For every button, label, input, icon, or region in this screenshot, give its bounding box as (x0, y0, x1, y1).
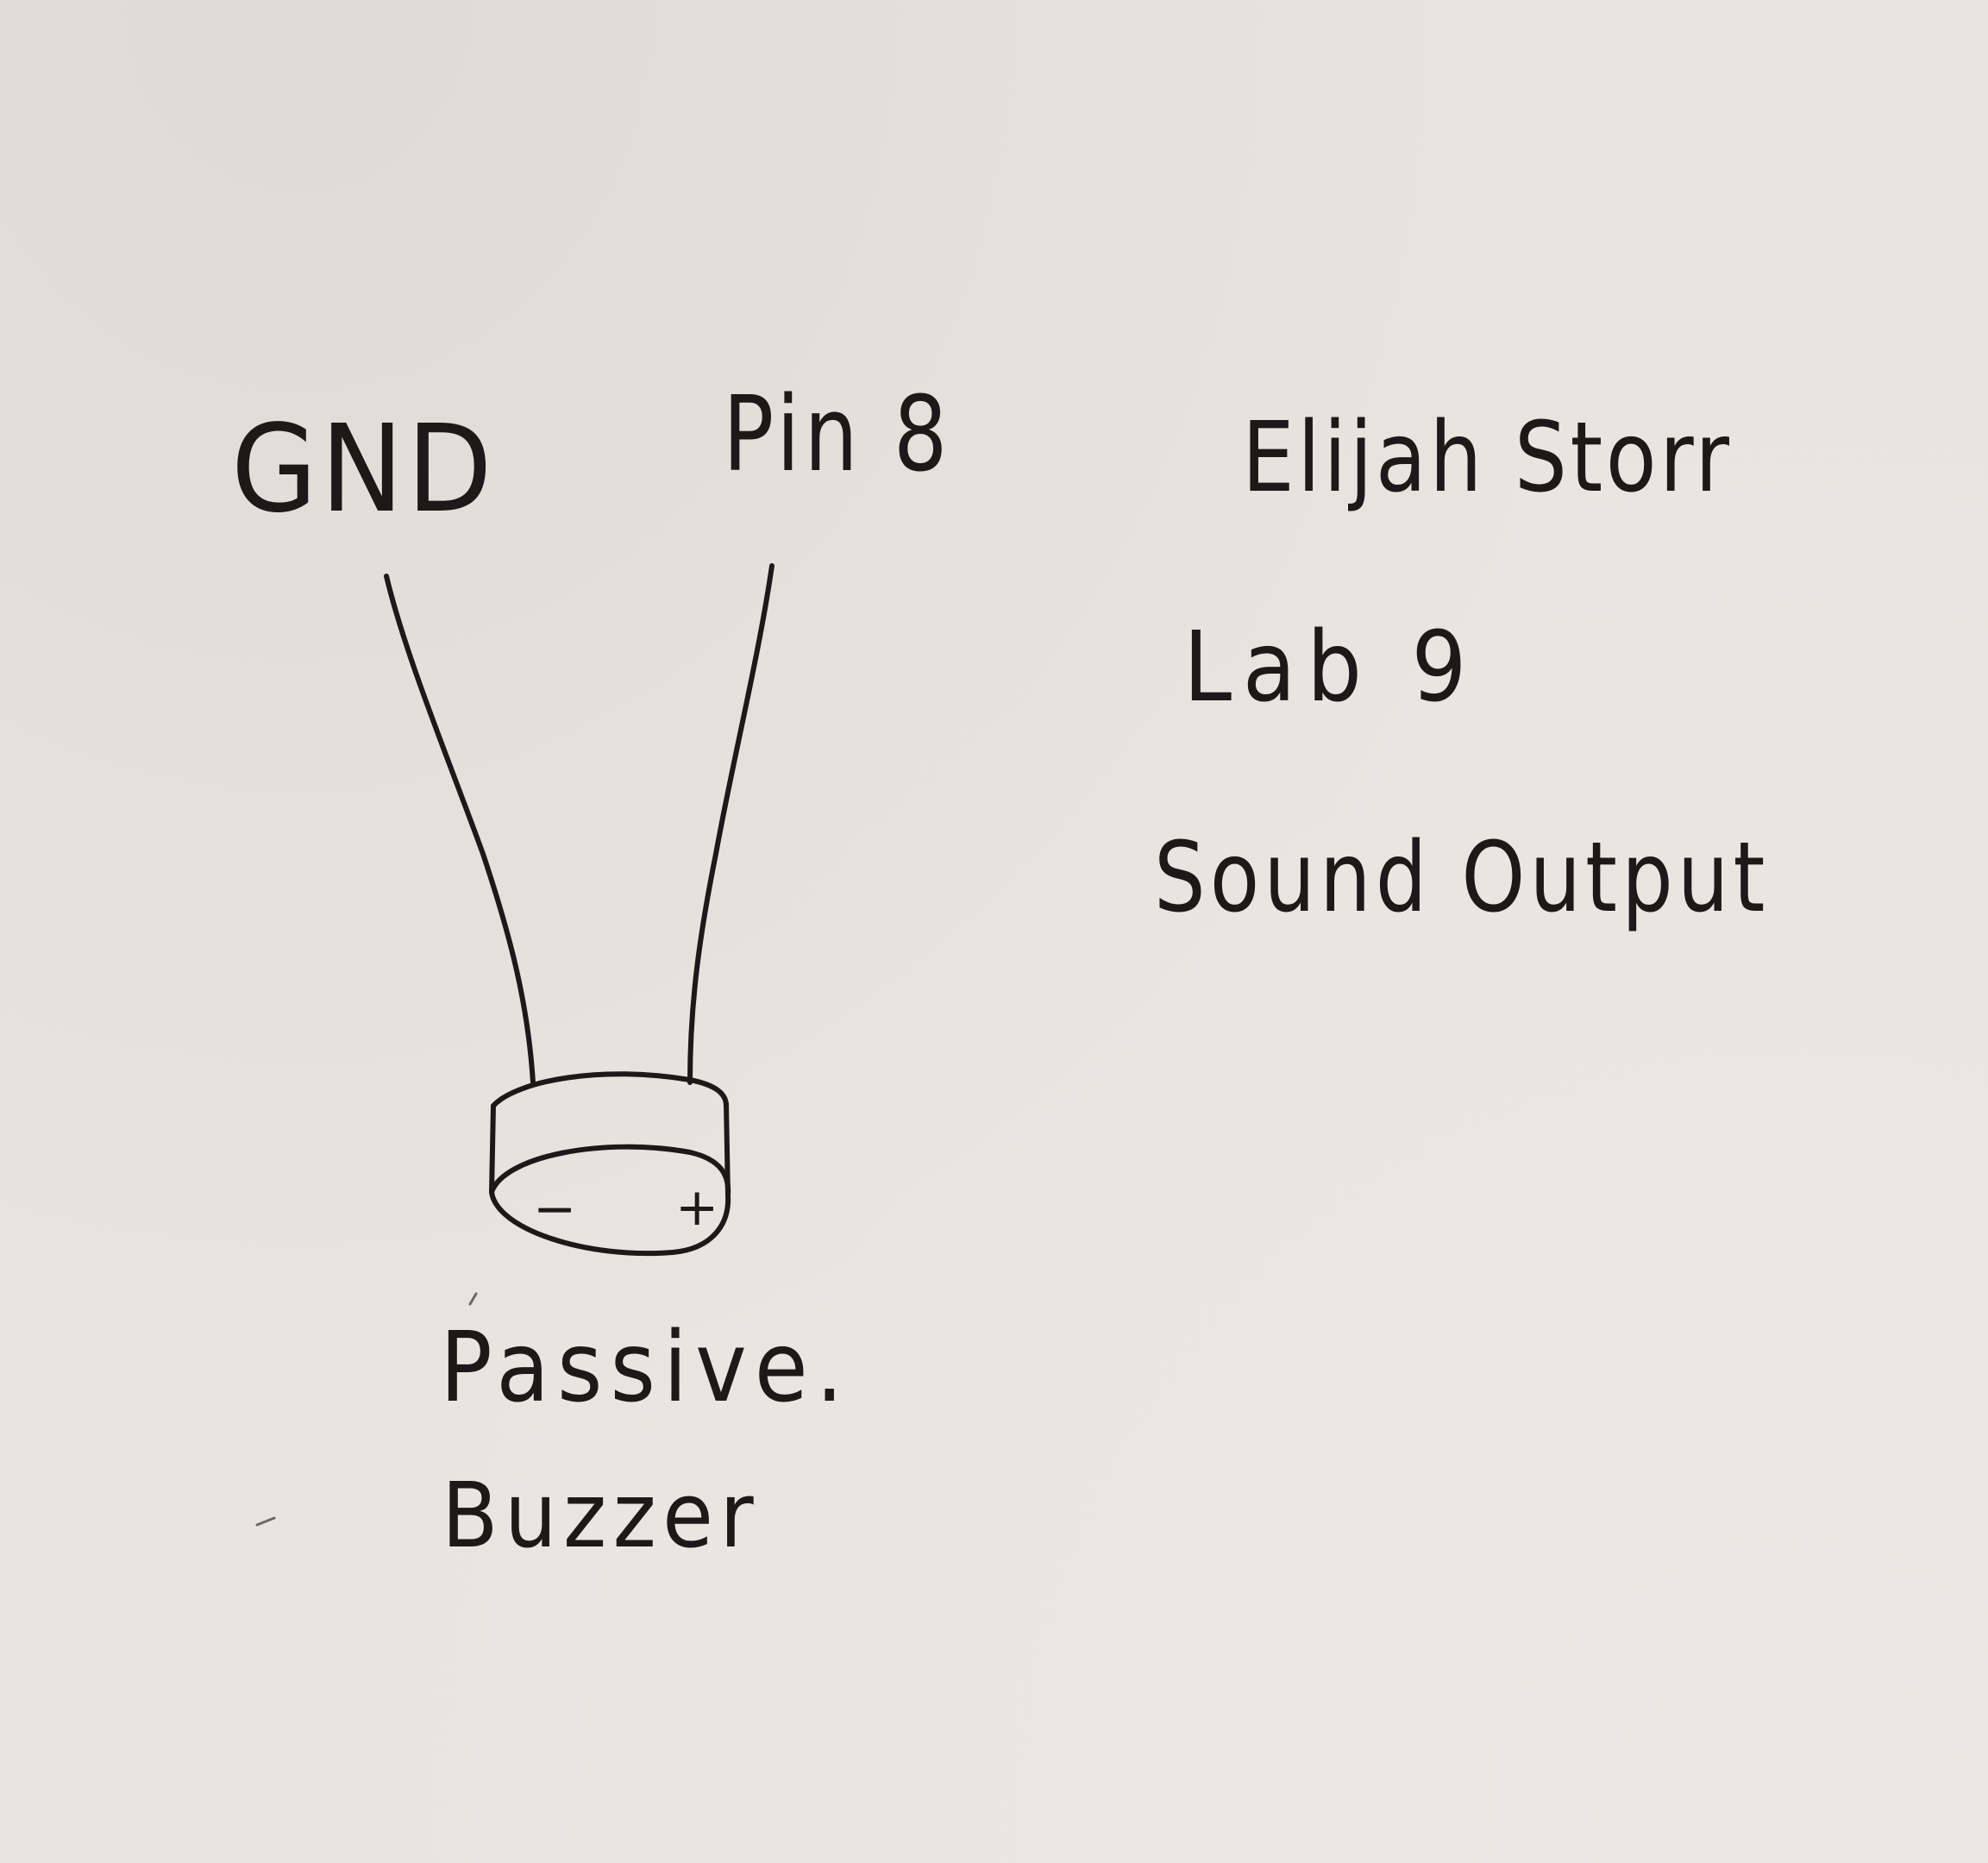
lab-number: Lab 9 (1183, 612, 1478, 724)
negative-terminal-mark: − (533, 1179, 577, 1239)
pin8-wire (687, 563, 775, 1085)
lab-title: Sound Output (1154, 822, 1770, 934)
paper-marks (255, 1292, 478, 1527)
component-label-line1: Passive. (440, 1312, 851, 1424)
component-label-line2: Buzzer (442, 1463, 761, 1568)
buzzer-symbol (489, 1071, 731, 1257)
gnd-wire (384, 574, 536, 1085)
author-name: Elijah Storr (1242, 402, 1733, 514)
positive-terminal-mark: + (675, 1177, 719, 1238)
pin8-label: Pin 8 (723, 375, 952, 495)
gnd-label: GND (231, 399, 496, 540)
